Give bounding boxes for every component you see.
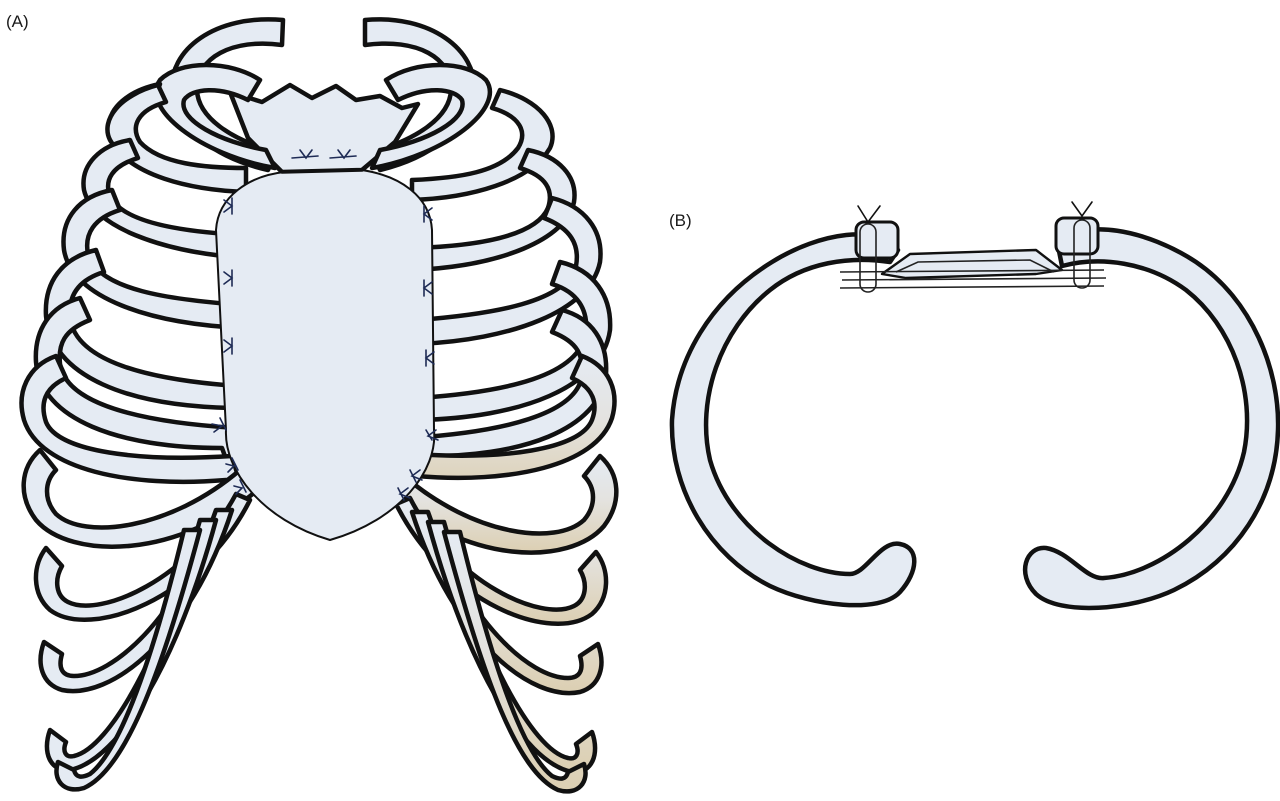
suture-knots xyxy=(858,202,1092,222)
sternal-graft-section xyxy=(882,250,1062,278)
transverse-section-figure xyxy=(672,202,1278,608)
sternal-top-edge xyxy=(282,170,362,172)
rib-cage-figure xyxy=(22,19,617,791)
right-cartilage-stump xyxy=(1056,218,1098,254)
left-rib-ring xyxy=(672,234,914,605)
sternal-graft-plate xyxy=(216,170,434,540)
